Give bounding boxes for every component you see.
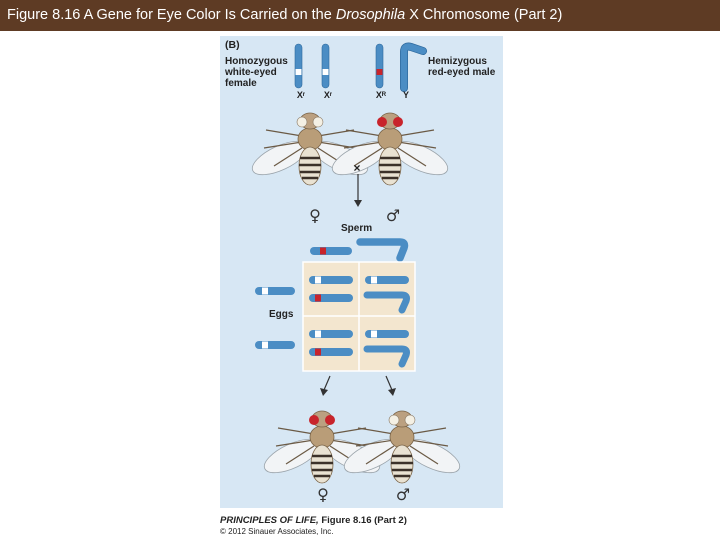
slide-title: Figure 8.16 A Gene for Eye Color Is Carr…: [0, 0, 720, 31]
offspring-fly-female: [258, 409, 386, 485]
parent-fly-female: [246, 111, 374, 187]
sperm-label: Sperm: [341, 223, 373, 234]
offspring-arrows: [320, 375, 396, 396]
female-symbol-offspring: ♀: [317, 485, 329, 504]
female-symbol-parent: ♀: [309, 206, 321, 225]
punnett-square: [302, 261, 416, 372]
label-y: Y: [403, 90, 409, 100]
sperm-chromosomes: [310, 238, 409, 262]
cross-arrow: [354, 174, 362, 207]
eggs-label: Eggs: [269, 309, 294, 320]
left-parent-label: Homozygous white-eyed female: [225, 56, 288, 89]
male-symbol-offspring: ♂: [396, 485, 410, 504]
credit-line: PRINCIPLES OF LIFE, Figure 8.16 (Part 2): [220, 515, 407, 526]
credit-book: PRINCIPLES OF LIFE,: [220, 515, 319, 526]
slide-title-prefix: Figure 8.16 A Gene for Eye Color Is Carr…: [7, 7, 336, 23]
chromosome-xR: [375, 43, 384, 89]
right-parent-label: Hemizygous red-eyed male: [428, 56, 496, 78]
chromosome-xr-left: [294, 43, 303, 89]
label-xr-2: Xʳ: [324, 90, 333, 100]
genetics-figure: Xʳ Xʳ Xᴿ Y × ♀ ♂ ♀ ♂ (B) Homozygous whit…: [220, 36, 503, 508]
figure-drawing: Xʳ Xʳ Xᴿ Y × ♀ ♂ ♀ ♂: [246, 42, 466, 504]
chromosome-xr-right: [321, 43, 330, 89]
male-symbol-parent: ♂: [386, 206, 400, 225]
label-xr-1: Xʳ: [297, 90, 306, 100]
credit-copyright: © 2012 Sinauer Associates, Inc.: [220, 527, 334, 536]
panel-label: (B): [225, 39, 240, 51]
figure-credit: PRINCIPLES OF LIFE, Figure 8.16 (Part 2)…: [220, 515, 407, 536]
cross-symbol: ×: [353, 161, 360, 175]
chromosome-y: [400, 42, 427, 92]
slide-title-suffix: X Chromosome (Part 2): [405, 7, 563, 23]
credit-figure: Figure 8.16 (Part 2): [318, 515, 407, 526]
label-xR: Xᴿ: [376, 90, 387, 100]
slide-title-italic: Drosophila: [335, 7, 406, 23]
parent-fly-male: [326, 111, 454, 187]
egg-chromosomes: [255, 287, 295, 349]
offspring-fly-male: [338, 409, 466, 485]
